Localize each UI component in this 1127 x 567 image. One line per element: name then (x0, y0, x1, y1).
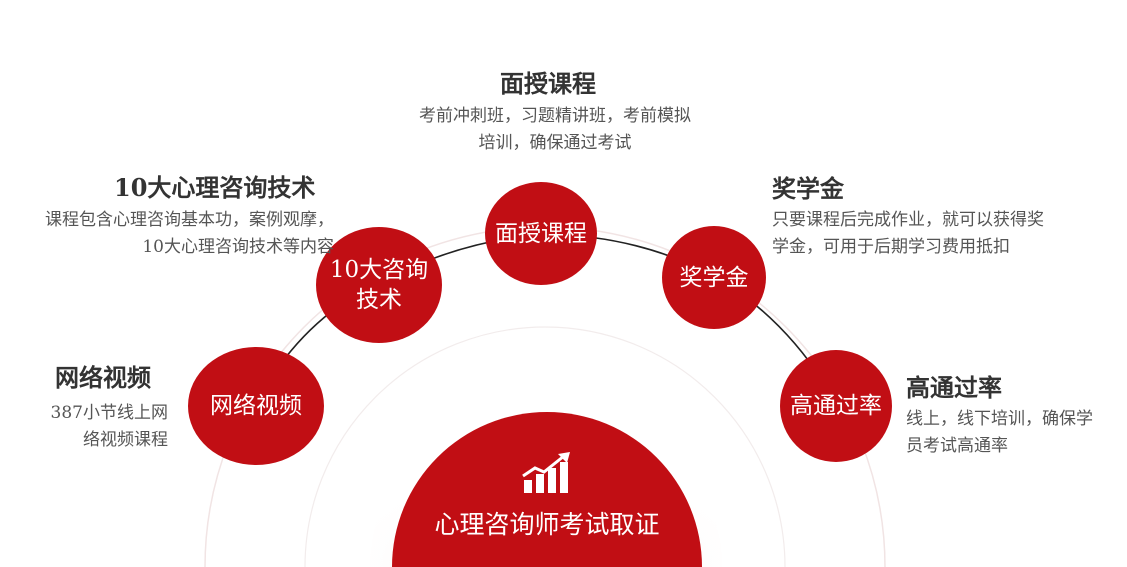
desc-ten-techniques: 课程包含心理咨询基本功，案例观摩， 10大心理咨询技术等内容 (14, 207, 334, 261)
desc-face-to-face-line-1: 考前冲刺班，习题精讲班，考前模拟 (419, 106, 691, 126)
node-scholarship[interactable]: 奖学金 (662, 226, 766, 329)
node-face-to-face[interactable]: 面授课程 (485, 182, 597, 285)
desc-face-to-face: 考前冲刺班，习题精讲班，考前模拟 培训，确保通过考试 (400, 103, 710, 157)
rising-bar-chart-icon (522, 452, 570, 493)
hub-shape (392, 412, 702, 567)
desc-online-video-line-2: 络视频课程 (83, 430, 168, 450)
node-ten-techniques-label-1: 10大咨询 (329, 257, 429, 283)
desc-scholarship: 只要课程后完成作业，就可以获得奖 学金，可用于后期学习费用抵扣 (772, 207, 1092, 261)
node-scholarship-label: 奖学金 (679, 264, 749, 291)
title-face-to-face: 面授课程 (500, 69, 596, 98)
desc-pass-rate-line-2: 员考试高通率 (906, 436, 1008, 456)
desc-pass-rate: 线上，线下培训，确保学 员考试高通率 (906, 406, 1121, 460)
node-online-video-label: 网络视频 (210, 393, 302, 419)
title-ten-techniques: 10大心理咨询技术 (114, 173, 316, 202)
title-online-video: 网络视频 (55, 363, 151, 392)
hub-label: 心理咨询师考试取证 (434, 510, 660, 539)
node-pass-rate[interactable]: 高通过率 (780, 350, 892, 462)
desc-ten-techniques-line-2: 10大心理咨询技术等内容 (142, 237, 334, 257)
desc-online-video: 387小节线上网 络视频课程 (20, 400, 168, 454)
node-ten-techniques-label-2: 技术 (356, 287, 402, 313)
node-face-to-face-label: 面授课程 (495, 220, 587, 247)
desc-pass-rate-line-1: 线上，线下培训，确保学 (906, 409, 1093, 429)
desc-scholarship-line-2: 学金，可用于后期学习费用抵扣 (772, 237, 1010, 257)
inner-ring (304, 326, 786, 567)
title-scholarship: 奖学金 (772, 174, 844, 203)
desc-ten-techniques-line-1: 课程包含心理咨询基本功，案例观摩， (45, 210, 334, 230)
node-online-video[interactable]: 网络视频 (188, 347, 324, 465)
desc-face-to-face-line-2: 培训，确保通过考试 (478, 133, 632, 153)
desc-scholarship-line-1: 只要课程后完成作业，就可以获得奖 (772, 210, 1044, 230)
desc-online-video-line-1: 387小节线上网 (50, 403, 168, 423)
node-ten-techniques[interactable]: 10大咨询 技术 (316, 227, 442, 343)
title-pass-rate: 高通过率 (906, 373, 1002, 402)
node-pass-rate-label: 高通过率 (790, 393, 882, 419)
